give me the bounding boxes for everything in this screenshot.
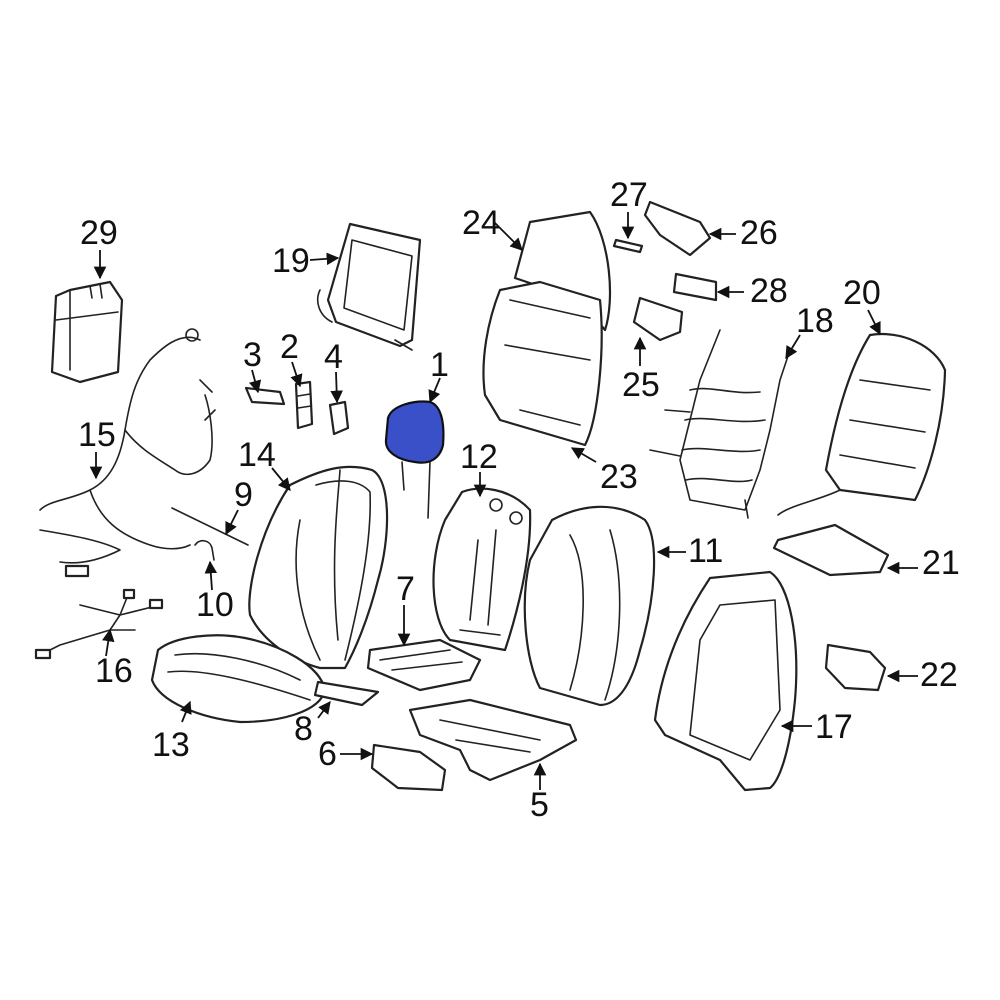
- part-10-clip[interactable]: [194, 539, 215, 561]
- callout-7: 7: [396, 570, 415, 608]
- callout-13: 13: [152, 726, 190, 764]
- callout-27: 27: [610, 176, 648, 214]
- callout-16: 16: [95, 652, 133, 690]
- callout-15: 15: [78, 416, 116, 454]
- callout-29: 29: [80, 214, 118, 252]
- part-28-bracket[interactable]: [672, 272, 718, 302]
- callout-19: 19: [272, 242, 310, 280]
- callout-12: 12: [460, 438, 498, 476]
- callout-10: 10: [196, 586, 234, 624]
- callout-5: 5: [530, 786, 549, 824]
- part-8-pad[interactable]: [313, 680, 380, 707]
- part-12-backrest-pad[interactable]: [432, 487, 532, 652]
- part-15-wiring-harness[interactable]: [39, 328, 216, 578]
- part-21-pad[interactable]: [772, 523, 890, 577]
- part-25-bracket[interactable]: [632, 296, 684, 342]
- part-29-control-module[interactable]: [50, 280, 124, 384]
- part-4-bracket[interactable]: [328, 400, 350, 436]
- part-5-seat-pad[interactable]: [408, 698, 578, 782]
- callout-labels: 1 2 3 4 5 6 7 8 9 10 11 12 13 14 15 16 1…: [78, 176, 960, 824]
- callout-1: 1: [430, 346, 449, 384]
- part-13-cushion-cover[interactable]: [150, 634, 327, 724]
- callout-6: 6: [318, 735, 337, 773]
- callout-21: 21: [922, 544, 960, 582]
- callout-23: 23: [600, 458, 638, 496]
- callout-8: 8: [294, 710, 313, 748]
- part-2-guide[interactable]: [294, 380, 314, 430]
- callout-2: 2: [280, 328, 299, 366]
- callout-22: 22: [920, 656, 958, 694]
- part-11-backrest-foam[interactable]: [523, 505, 656, 707]
- leader-lines: [89, 212, 918, 790]
- part-14-backrest-cover[interactable]: [248, 465, 389, 670]
- part-3-switch[interactable]: [244, 386, 286, 406]
- part-22-motor[interactable]: [824, 643, 887, 692]
- callout-26: 26: [740, 214, 778, 252]
- callout-18: 18: [796, 302, 834, 340]
- part-26-cover[interactable]: [643, 200, 712, 257]
- part-24-backrest-shell[interactable]: [482, 210, 612, 447]
- callout-9: 9: [234, 476, 253, 514]
- callout-14: 14: [238, 436, 276, 474]
- callout-11: 11: [688, 532, 723, 570]
- part-19-backrest-panel[interactable]: [316, 222, 422, 351]
- part-6-foam[interactable]: [370, 743, 447, 792]
- callout-4: 4: [324, 338, 343, 376]
- callout-17: 17: [815, 708, 853, 746]
- callout-28: 28: [750, 272, 788, 310]
- part-16-harness[interactable]: [34, 588, 164, 660]
- part-18-spring-mat[interactable]: [649, 329, 791, 519]
- part-27-trim-strip[interactable]: [612, 238, 644, 254]
- callout-3: 3: [243, 336, 262, 374]
- callout-20: 20: [843, 274, 881, 312]
- part-9-wire[interactable]: [171, 507, 249, 546]
- callout-24: 24: [462, 204, 500, 242]
- part-1-headrest[interactable]: [384, 400, 445, 519]
- callout-25: 25: [622, 366, 660, 404]
- part-7-insert[interactable]: [366, 638, 482, 692]
- part-20-backrest-cushion[interactable]: [777, 332, 947, 516]
- part-17-backrest-frame[interactable]: [653, 570, 798, 792]
